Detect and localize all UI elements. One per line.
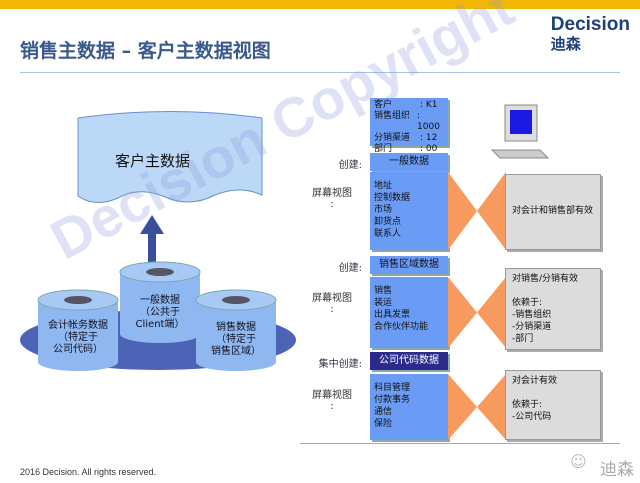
screen-item: 合作伙伴功能	[374, 322, 429, 332]
customer-key-box: 客户 : K1 销售组织 : 1000 分销渠道 : 12 部门 : 00	[370, 98, 448, 154]
screen-item: 卸货点	[374, 217, 402, 227]
key-label: 分销渠道	[374, 133, 411, 143]
bottom-divider	[300, 443, 620, 444]
validity-box: 对销售/分销有效依赖于: -销售组织 -分销渠道 -部门	[505, 268, 601, 350]
create-box: 公司代码数据	[370, 352, 448, 370]
key-row: 客户 : K1	[374, 100, 444, 111]
wechat-icon: ☺	[570, 452, 587, 471]
screen-item: 联系人	[374, 229, 402, 239]
screen-view-box: 科目管理付款事务通信保险	[370, 374, 448, 440]
cylinder-middle-label: 一般数据 （公共于 Client端）	[135, 295, 185, 330]
key-label: 销售组织	[374, 111, 411, 121]
screen-item: 装运	[374, 298, 393, 308]
key-label: 客户	[374, 100, 393, 110]
cylinder-left-label: 会计帐务数据 （特定于 公司代码）	[48, 320, 108, 355]
screen-item: 通信	[374, 407, 393, 417]
cloud-shape	[77, 111, 263, 203]
bowtie-connector	[448, 172, 506, 250]
screen-item: 市场	[374, 205, 393, 215]
validity-box: 对会计和销售部有效	[505, 174, 601, 250]
key-label: 部门	[374, 144, 393, 154]
validity-line: -分销渠道	[512, 322, 552, 332]
key-row: 销售组织 : 1000	[374, 111, 444, 133]
arrow-shaft	[148, 232, 156, 268]
key-value: : 1000	[417, 111, 440, 132]
bowtie-connector	[448, 374, 506, 440]
cloud-label: 客户主数据	[115, 152, 191, 170]
validity-line: 对会计有效	[512, 376, 558, 386]
validity-line: 对会计和销售部有效	[512, 206, 594, 216]
screen-view-label: 屏幕视图 :	[312, 293, 352, 315]
screen-item: 出具发票	[374, 310, 411, 320]
arrow-head-icon	[140, 215, 164, 234]
cylinder-right	[195, 289, 277, 371]
cylinder-left	[37, 289, 119, 371]
wechat-watermark: 迪森	[600, 460, 634, 480]
cylinder-middle	[119, 261, 201, 343]
validity-line: 对销售/分销有效	[512, 274, 579, 284]
create-label: 集中创建:	[318, 359, 362, 370]
computer-icon	[490, 104, 550, 159]
screen-item: 地址	[374, 181, 393, 191]
bowtie-connector	[448, 277, 506, 348]
validity-line: -部门	[512, 334, 534, 344]
create-label: 创建:	[338, 160, 362, 171]
key-value: : K1	[420, 100, 438, 110]
title-divider	[20, 72, 620, 73]
logo-en: Decision	[550, 14, 630, 35]
logo-cn: 迪森	[550, 35, 581, 53]
key-value: : 00	[420, 144, 438, 154]
key-value: : 12	[420, 133, 438, 143]
validity-line: -公司代码	[512, 412, 552, 422]
screen-view-box: 地址控制数据市场卸货点联系人	[370, 172, 448, 250]
top-accent-bar	[0, 0, 640, 9]
screen-view-box: 销售装运出具发票合作伙伴功能	[370, 277, 448, 348]
cylinder-right-label: 销售数据 （特定于 销售区域）	[211, 322, 261, 357]
screen-view-label: 屏幕视图 :	[312, 390, 352, 412]
key-row: 部门 : 00	[374, 144, 444, 155]
screen-view-label: 屏幕视图 :	[312, 188, 352, 210]
validity-line	[512, 285, 594, 297]
validity-line	[512, 387, 594, 399]
screen-item: 销售	[374, 286, 393, 296]
validity-line: 依赖于:	[512, 400, 543, 410]
create-label: 创建:	[338, 263, 362, 274]
create-box: 销售区域数据	[370, 256, 448, 274]
validity-box: 对会计有效依赖于: -公司代码	[505, 370, 601, 440]
page-title: 销售主数据 – 客户主数据视图	[20, 40, 271, 62]
screen-item: 保险	[374, 419, 393, 429]
create-box: 一般数据	[370, 153, 448, 171]
screen-item: 付款事务	[374, 395, 411, 405]
footer-copyright: 2016 Decision. All rights reserved.	[20, 467, 157, 477]
screen-item: 科目管理	[374, 383, 411, 393]
validity-line: 依赖于:	[512, 298, 543, 308]
validity-line: -销售组织	[512, 310, 552, 320]
key-row: 分销渠道 : 12	[374, 133, 444, 144]
screen-item: 控制数据	[374, 193, 411, 203]
